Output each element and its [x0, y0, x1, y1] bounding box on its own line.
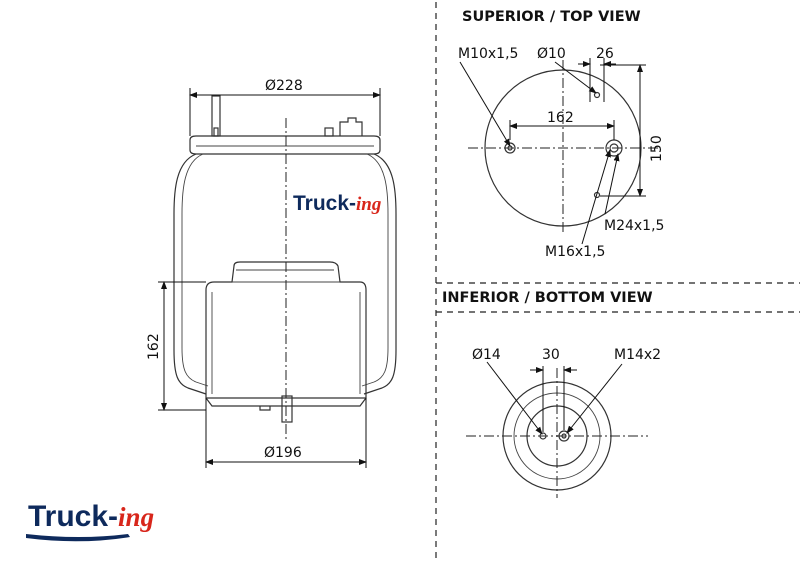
stud-bottom [281, 395, 293, 423]
top-plate [189, 135, 381, 155]
side-view: Ø228 162 Ø196 Truck-ing [146, 78, 397, 468]
label-hole-diameter: Ø10 [537, 46, 566, 62]
dim-diameter-top: Ø228 [265, 78, 303, 94]
logo-text: Truck-ing [28, 500, 154, 533]
watermark-logo: Truck-ing [293, 192, 381, 215]
dim-height-150: 150 [649, 135, 665, 162]
bottom-view-heading: INFERIOR / BOTTOM VIEW [442, 290, 653, 306]
hole-bottom-left [539, 432, 547, 440]
hole-small-top [593, 91, 601, 99]
label-bottom-thread: M14x2 [614, 347, 661, 363]
dim-bottom-offset: 30 [542, 347, 560, 363]
dim-offset: 26 [596, 46, 614, 62]
dim-height: 162 [146, 333, 162, 360]
bottom-view: INFERIOR / BOTTOM VIEW 30 Ø14 M14x2 [442, 290, 661, 498]
hole-bottom-thread [558, 430, 570, 442]
dim-spacing: 162 [547, 110, 574, 126]
air-fitting [339, 117, 363, 136]
label-thread-stud: M16x1,5 [545, 244, 605, 260]
brand-logo: Truck-ing [26, 500, 154, 542]
logo-swoosh [26, 534, 130, 542]
piston [205, 261, 367, 399]
label-thread-air: M24x1,5 [604, 218, 664, 234]
bellow [173, 153, 397, 395]
label-bottom-hole-diameter: Ø14 [472, 347, 501, 363]
stud-left [211, 95, 221, 137]
dim-diameter-bottom: Ø196 [264, 445, 302, 461]
label-thread-small: M10x1,5 [458, 46, 518, 62]
top-view: SUPERIOR / TOP VIEW 162 150 26 M10x1,5 [458, 9, 665, 260]
top-view-heading: SUPERIOR / TOP VIEW [462, 9, 641, 25]
